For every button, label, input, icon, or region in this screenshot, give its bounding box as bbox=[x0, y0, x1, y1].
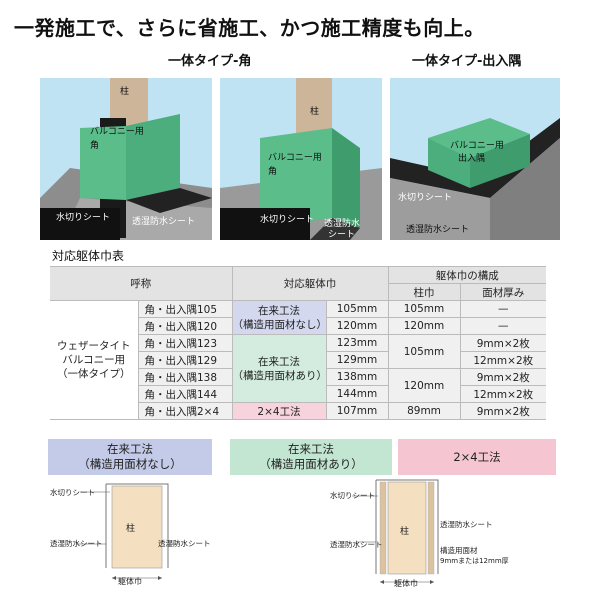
label-hashira: 柱 bbox=[120, 87, 130, 97]
method-b-line2: （構造用面材あり） bbox=[232, 369, 328, 382]
thickness: — bbox=[459, 300, 546, 318]
diagram2-label-toshitsu-right: 透湿防水シート bbox=[440, 520, 493, 529]
product-name: 角・出入隅2×4 bbox=[137, 402, 232, 420]
band-method-b: 在来工法 （構造用面材あり） bbox=[230, 439, 392, 475]
table-row: 角・出入隅144 144mm 12mm×2枚 bbox=[50, 385, 546, 403]
diagram2-label-hashira: 柱 bbox=[400, 527, 410, 537]
diagram2-label-toshitsu-left: 透湿防水シート bbox=[330, 540, 383, 549]
group-name-line3: （一体タイプ） bbox=[57, 368, 131, 380]
method-a-cell: 在来工法 （構造用面材なし） bbox=[231, 300, 328, 335]
body-width: 144mm bbox=[325, 385, 388, 403]
label-balcony: バルコニー用 bbox=[90, 127, 144, 137]
group-name-line2: バルコニー用 bbox=[62, 354, 126, 366]
label-mizukiri-3: 水切りシート bbox=[398, 193, 453, 203]
product-name: 角・出入隅129 bbox=[137, 351, 232, 369]
diagram1-label-mizukiri: 水切りシート bbox=[50, 488, 95, 497]
band-method-a-line1: 在来工法 bbox=[107, 442, 153, 456]
thickness: — bbox=[459, 317, 546, 335]
diagram2-label-menzai-thickness: 9mmまたは12mm厚 bbox=[440, 557, 509, 565]
label-toshitsu-3: 透湿防水シート bbox=[406, 225, 470, 235]
label-mizukiri: 水切りシート bbox=[56, 213, 111, 223]
product-name: 角・出入隅120 bbox=[137, 317, 232, 335]
table-row: ウェザータイト バルコニー用 （一体タイプ） 角・出入隅105 在来工法 （構造… bbox=[50, 300, 546, 420]
header-thickness: 面材厚み bbox=[459, 283, 546, 301]
body-width: 123mm bbox=[325, 334, 388, 352]
spec-table: 呼称 対応躯体巾 躯体巾の構成 柱巾 面材厚み ウェザータイト バルコニー用 （… bbox=[50, 266, 546, 420]
hashira-width: 105mm bbox=[387, 334, 460, 369]
headline: 一発施工で、さらに省施工、かつ施工精度も向上。 bbox=[14, 16, 485, 40]
header-name: 呼称 bbox=[50, 266, 232, 301]
diagram2-label-mizukiri: 水切りシート bbox=[330, 491, 375, 500]
label-kado-2: 角 bbox=[268, 167, 278, 177]
label-balcony-3: バルコニー用 bbox=[450, 141, 504, 151]
label-hashira-2: 柱 bbox=[310, 107, 320, 117]
diagram1-label-width: 躯体巾 bbox=[118, 577, 142, 586]
diagram-method-b bbox=[352, 479, 439, 584]
header-body-width: 対応躯体巾 bbox=[231, 266, 388, 301]
hashira-width: 120mm bbox=[387, 368, 460, 403]
group-name-cell: ウェザータイト バルコニー用 （一体タイプ） bbox=[50, 300, 138, 420]
thickness: 9mm×2枚 bbox=[459, 402, 546, 420]
thickness: 12mm×2枚 bbox=[459, 351, 546, 369]
diagram1-label-toshitsu-left: 透湿防水シート bbox=[50, 539, 103, 548]
hashira-width: 105mm bbox=[387, 300, 460, 318]
label-deirisumi: 出入隅 bbox=[458, 154, 486, 164]
body-width: 120mm bbox=[325, 317, 388, 335]
photo-kado-front: 柱 バルコニー用 角 水切りシート 透湿防水シート bbox=[40, 78, 212, 240]
method-b-cell: 在来工法 （構造用面材あり） bbox=[231, 334, 328, 403]
table-row: 角・出入隅2×4 2×4工法 107mm 89mm 9mm×2枚 bbox=[50, 402, 546, 420]
body-width: 138mm bbox=[325, 368, 388, 386]
diagram1-label-toshitsu-right: 透湿防水シート bbox=[158, 539, 211, 548]
band-method-a-line2: （構造用面材なし） bbox=[78, 457, 182, 471]
product-name: 角・出入隅144 bbox=[137, 385, 232, 403]
table-row: 角・出入隅138 138mm 120mm 9mm×2枚 bbox=[50, 368, 546, 403]
method-a-line1: 在来工法 bbox=[258, 304, 300, 317]
method-c-cell: 2×4工法 bbox=[231, 402, 326, 420]
product-name: 角・出入隅105 bbox=[137, 300, 232, 318]
photo-deirisumi: バルコニー用 出入隅 水切りシート 透湿防水シート bbox=[390, 78, 560, 240]
photo-kado-angle: 柱 バルコニー用 角 水切りシート 透湿防水 シート bbox=[220, 78, 382, 240]
label-kado: 角 bbox=[90, 141, 100, 151]
section-title-deirisumi: 一体タイプ-出入隅 bbox=[412, 54, 522, 69]
label-toshitsu: 透湿防水シート bbox=[132, 217, 196, 227]
header-hashira: 柱巾 bbox=[387, 283, 460, 301]
diagram2-label-width: 躯体巾 bbox=[394, 579, 418, 588]
band-method-b-line1: 在来工法 bbox=[288, 442, 334, 456]
thickness: 9mm×2枚 bbox=[459, 368, 546, 386]
photo-deirisumi-illustration bbox=[390, 118, 560, 240]
section-title-kado: 一体タイプ-角 bbox=[168, 54, 252, 69]
body-width: 129mm bbox=[325, 351, 388, 369]
method-a-line2: （構造用面材なし） bbox=[232, 318, 328, 331]
header-structure: 躯体巾の構成 bbox=[387, 266, 546, 284]
body-width: 105mm bbox=[325, 300, 388, 318]
label-mizukiri-2: 水切りシート bbox=[260, 215, 315, 225]
product-name: 角・出入隅138 bbox=[137, 368, 232, 386]
diagram1-label-hashira: 柱 bbox=[126, 524, 136, 534]
label-toshitsu-2b: シート bbox=[328, 230, 356, 240]
label-toshitsu-2a: 透湿防水 bbox=[324, 219, 361, 229]
photo-kado-front-illustration bbox=[40, 78, 212, 240]
thickness: 9mm×2枚 bbox=[459, 334, 546, 352]
body-width: 107mm bbox=[325, 402, 388, 420]
label-balcony-2: バルコニー用 bbox=[268, 153, 322, 163]
hashira-width: 120mm bbox=[387, 317, 460, 335]
diagram-method-a bbox=[76, 483, 180, 580]
table-row: 角・出入隅120 120mm 120mm — bbox=[50, 317, 546, 335]
photo-kado-angle-illustration bbox=[220, 78, 382, 240]
band-method-c: 2×4工法 bbox=[398, 439, 556, 475]
band-method-b-line2: （構造用面材あり） bbox=[259, 457, 363, 471]
diagram2-label-menzai: 構造用面材 bbox=[440, 546, 478, 555]
band-method-a: 在来工法 （構造用面材なし） bbox=[48, 439, 212, 475]
group-name-line1: ウェザータイト bbox=[57, 340, 131, 352]
table-title: 対応躯体巾表 bbox=[52, 249, 125, 263]
hashira-width: 89mm bbox=[387, 402, 460, 420]
product-name: 角・出入隅123 bbox=[137, 334, 232, 352]
thickness: 12mm×2枚 bbox=[459, 385, 546, 403]
method-b-line1: 在来工法 bbox=[258, 355, 300, 368]
